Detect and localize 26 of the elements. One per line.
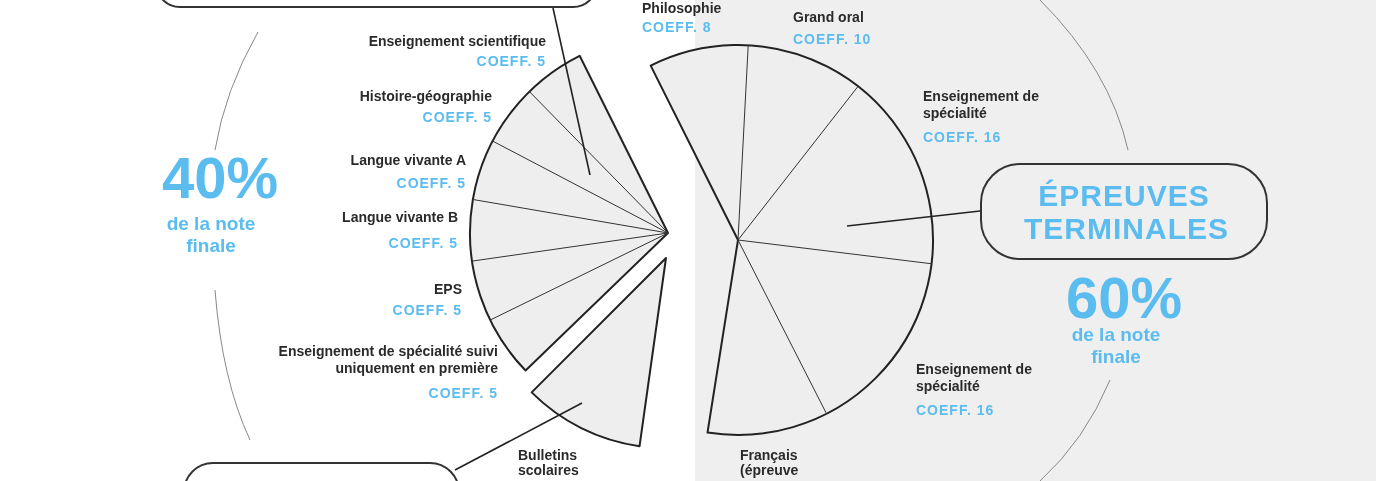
leader-line — [552, 7, 591, 176]
percentage-figure: 40% — [161, 148, 279, 208]
coefficient-label: COEFF. 5 — [422, 109, 492, 126]
subject-label: Histoire-géographie — [359, 88, 492, 105]
subject-label: Français (épreuve — [740, 448, 800, 478]
subject-label: Grand oral — [793, 9, 864, 26]
coefficient-label: COEFF. 16 — [916, 402, 995, 419]
subject-label: Bulletins scolaires — [518, 448, 580, 478]
coefficient-label: COEFF. 5 — [392, 302, 462, 319]
coefficient-label: COEFF. 5 — [396, 175, 466, 192]
subject-label: Enseignement de spécialité — [923, 88, 1040, 122]
coefficient-label: COEFF. 8 — [642, 19, 712, 36]
leader-line — [846, 210, 981, 227]
coefficient-label: COEFF. 16 — [923, 129, 1002, 146]
coefficient-label: COEFF. 5 — [476, 53, 546, 70]
coefficient-label: COEFF. 10 — [793, 31, 872, 48]
section-banner: ÉPREUVES TERMINALES — [980, 163, 1268, 260]
subject-label: Enseignement de spécialité — [916, 361, 1033, 395]
pie-chart-drawing — [530, 257, 667, 448]
subject-label: EPS — [434, 281, 462, 298]
percentage-caption: de la note finale — [165, 213, 257, 257]
coefficient-label: COEFF. 5 — [428, 385, 498, 402]
subject-label: Enseignement de spécialité suivi uniquement en première — [277, 343, 498, 377]
coefficient-label: COEFF. 5 — [388, 235, 458, 252]
leader-line — [454, 402, 583, 471]
subject-label: Philosophie — [642, 0, 722, 17]
